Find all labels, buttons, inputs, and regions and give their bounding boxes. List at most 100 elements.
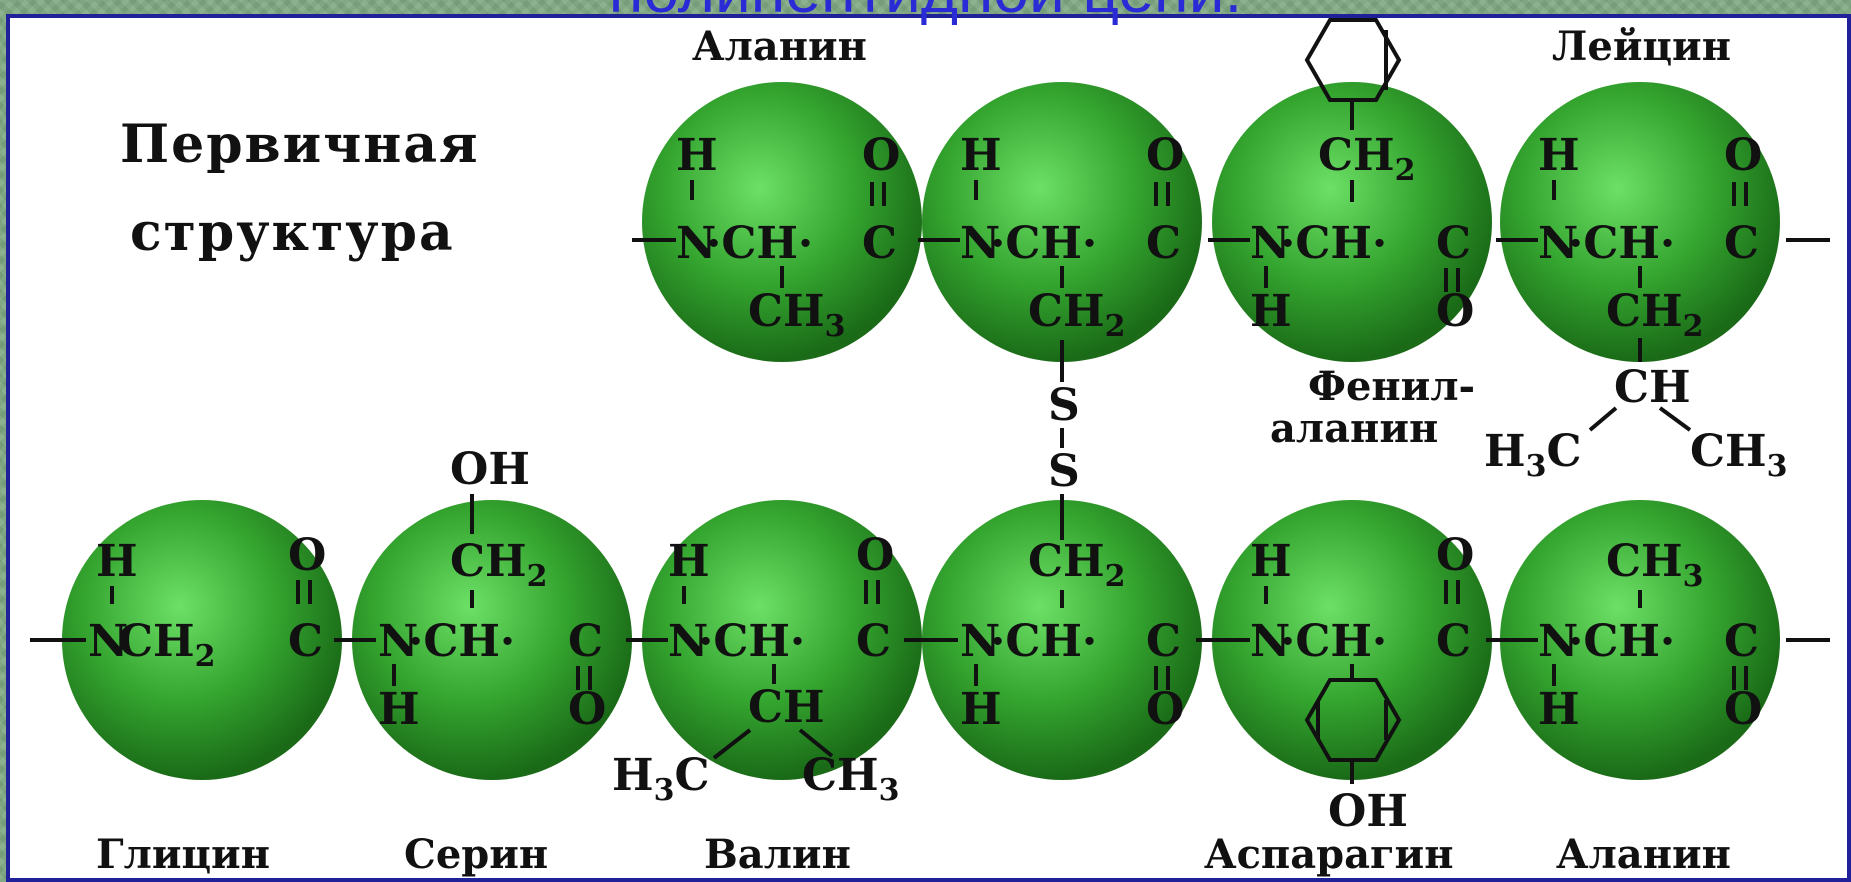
atom-n: N <box>960 218 1000 269</box>
alpha-ch: ·CH· <box>990 218 1097 269</box>
atom-h: H <box>96 536 138 587</box>
atom-o: O <box>1724 130 1762 181</box>
top-residue-2 <box>922 82 1202 362</box>
sphere <box>642 500 922 780</box>
atom-h: H <box>1250 286 1292 337</box>
atom-n: N <box>676 218 716 269</box>
bond <box>798 728 834 758</box>
residue-name-alanine-bottom: Аланин <box>1556 831 1731 878</box>
atom-h: H <box>1538 684 1580 735</box>
residue-name-serine: Серин <box>404 831 548 878</box>
atom-o: O <box>1146 684 1184 735</box>
residue-name-asparagine: Аспарагин <box>1204 831 1453 878</box>
atom-h: H <box>676 130 718 181</box>
bond <box>1588 406 1618 432</box>
top-residue-1 <box>642 82 922 362</box>
atom-n: N <box>88 616 128 667</box>
residue-name-glycine: Глицин <box>96 831 270 878</box>
bottom-residue-6 <box>1500 500 1780 780</box>
side-chain-ch3: CH3 <box>802 750 899 808</box>
atom-c: C <box>1436 616 1471 667</box>
atom-o: O <box>1724 684 1762 735</box>
sulfur-2: S <box>1048 446 1080 497</box>
residue-name-leucine: Лейцин <box>1552 23 1731 70</box>
atom-c: C <box>1724 616 1759 667</box>
atom-c: C <box>568 616 603 667</box>
atom-c: C <box>1436 218 1471 269</box>
slide-title: полипептидной цепи. <box>0 0 1851 22</box>
alpha-ch: ·CH· <box>408 616 515 667</box>
alpha-ch2: CH2 <box>118 616 215 674</box>
atom-n: N <box>378 616 418 667</box>
top-residue-3 <box>1212 82 1492 362</box>
side-chain-ch: CH <box>1614 362 1691 413</box>
alpha-ch: ·CH· <box>698 616 805 667</box>
bottom-residue-2 <box>352 500 632 780</box>
alpha-ch: ·CH· <box>990 616 1097 667</box>
atom-o: O <box>1436 286 1474 337</box>
atom-o: O <box>568 684 606 735</box>
side-chain-ch2: CH2 <box>1606 286 1703 344</box>
atom-n: N <box>1250 218 1290 269</box>
heading-line-2: структура <box>130 202 455 263</box>
sphere <box>1500 82 1780 362</box>
residue-name-phenylalanine-1: Фенил- <box>1308 363 1475 410</box>
atom-c: C <box>862 218 897 269</box>
side-chain-ch2: CH2 <box>450 536 547 594</box>
bond <box>712 728 752 760</box>
side-chain-ch3: CH3 <box>748 286 845 344</box>
side-chain-ch: CH <box>748 682 825 733</box>
residue-name-phenylalanine-2: аланин <box>1270 405 1438 452</box>
sphere <box>642 82 922 362</box>
atom-h: H <box>1538 130 1580 181</box>
side-chain-ch2: CH2 <box>1028 286 1125 344</box>
side-chain-ch3: CH3 <box>1690 426 1787 484</box>
side-chain-ch2: CH2 <box>1318 130 1415 188</box>
atom-h: H <box>1250 536 1292 587</box>
sulfur-1: S <box>1048 380 1080 431</box>
residue-name-valine: Валин <box>704 831 851 878</box>
atom-c: C <box>1146 218 1181 269</box>
bottom-residue-3 <box>642 500 922 780</box>
alpha-ch: ·CH· <box>706 218 813 269</box>
side-chain-oh: OH <box>450 444 530 495</box>
sphere <box>62 500 342 780</box>
sphere <box>1212 82 1492 362</box>
side-chain-h3c: H3C <box>1484 426 1581 484</box>
sphere <box>1500 500 1780 780</box>
atom-c: C <box>856 616 891 667</box>
atom-n: N <box>668 616 708 667</box>
atom-n: N <box>1538 218 1578 269</box>
sphere <box>1212 500 1492 780</box>
bond <box>1658 406 1692 432</box>
residue-name-alanine-top: Аланин <box>692 23 867 70</box>
bottom-residue-5 <box>1212 500 1492 780</box>
bottom-residue-1 <box>62 500 342 780</box>
bottom-residue-4 <box>922 500 1202 780</box>
atom-h: H <box>960 684 1002 735</box>
benzene-ring <box>1304 18 1402 102</box>
sphere <box>922 82 1202 362</box>
side-chain-h3c: H3C <box>612 750 709 808</box>
atom-c: C <box>288 616 323 667</box>
atom-o: O <box>862 130 900 181</box>
atom-o: O <box>1146 130 1184 181</box>
alpha-ch: ·CH· <box>1280 218 1387 269</box>
side-chain-oh: OH <box>1328 786 1408 837</box>
atom-o: O <box>288 530 326 581</box>
atom-c: C <box>1146 616 1181 667</box>
atom-h: H <box>378 684 420 735</box>
atom-n: N <box>1250 616 1290 667</box>
alpha-ch: ·CH· <box>1568 218 1675 269</box>
heading-line-1: Первичная <box>120 114 479 175</box>
side-chain-ch3: CH3 <box>1606 536 1703 594</box>
benzene-ring <box>1304 678 1402 762</box>
alpha-ch: ·CH· <box>1280 616 1387 667</box>
atom-h: H <box>668 536 710 587</box>
atom-n: N <box>1538 616 1578 667</box>
sphere <box>352 500 632 780</box>
sphere <box>922 500 1202 780</box>
atom-o: O <box>1436 530 1474 581</box>
side-chain-ch2: CH2 <box>1028 536 1125 594</box>
